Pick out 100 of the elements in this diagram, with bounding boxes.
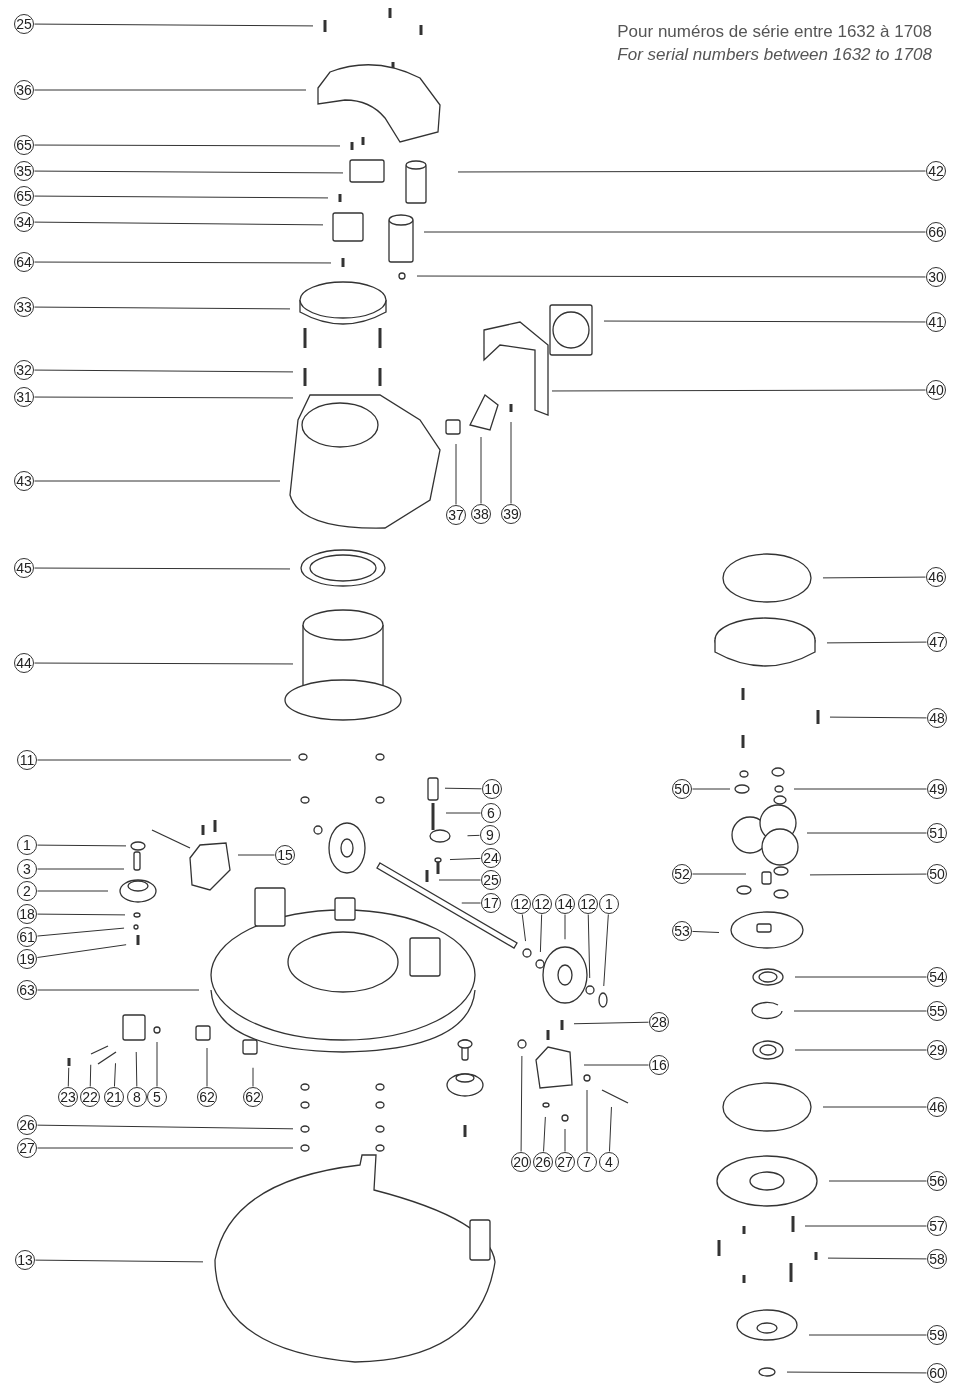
callout-number: 44	[14, 653, 34, 673]
callout-number: 40	[926, 380, 946, 400]
leader-line	[804, 1225, 927, 1227]
leader-line	[583, 1064, 649, 1066]
callout-number: 14	[555, 894, 575, 914]
leader-line	[543, 1116, 546, 1152]
note-text: For serial numbers between 1632 to 1708	[617, 45, 932, 65]
callout-number: 12	[532, 894, 552, 914]
leader-line	[539, 914, 543, 953]
leader-line	[826, 641, 927, 644]
callout-number: 8	[127, 1087, 147, 1107]
leader-line	[34, 306, 291, 310]
callout-number: 58	[927, 1249, 947, 1269]
leader-line	[37, 890, 109, 892]
callout-number: 27	[17, 1138, 37, 1158]
callout-number: 22	[80, 1087, 100, 1107]
callout-number: 62	[243, 1087, 263, 1107]
callout-number: 37	[446, 505, 466, 525]
callout-number: 49	[927, 779, 947, 799]
leader-line	[794, 1049, 927, 1051]
callout-number: 7	[577, 1152, 597, 1172]
leader-line	[34, 369, 294, 373]
leader-line	[34, 144, 341, 147]
leader-line	[438, 879, 481, 881]
callout-number: 50	[927, 864, 947, 884]
callout-number: 51	[927, 823, 947, 843]
leader-line	[806, 832, 927, 834]
callout-number: 46	[927, 1097, 947, 1117]
callout-number: 9	[480, 825, 500, 845]
leader-line	[467, 834, 480, 837]
callout-number: 1	[599, 894, 619, 914]
callout-number: 55	[927, 1001, 947, 1021]
leader-line	[455, 443, 457, 505]
callout-number: 4	[599, 1152, 619, 1172]
leader-line	[34, 221, 324, 226]
leader-line	[237, 854, 275, 856]
leader-line	[37, 1147, 294, 1149]
leader-line	[809, 873, 927, 876]
leader-line	[444, 787, 482, 790]
callout-number: 3	[17, 859, 37, 879]
leader-line	[520, 1055, 523, 1152]
callout-number: 53	[672, 921, 692, 941]
leader-line	[510, 421, 512, 504]
leader-line	[692, 930, 720, 933]
callout-number: 27	[555, 1152, 575, 1172]
callout-number: 28	[649, 1012, 669, 1032]
leader-line	[822, 1106, 927, 1108]
callout-number: 50	[672, 779, 692, 799]
callout-number: 6	[481, 803, 501, 823]
leader-line	[449, 857, 481, 861]
callout-number: 21	[104, 1087, 124, 1107]
note-text: Pour numéros de série entre 1632 à 1708	[617, 22, 932, 42]
leader-line	[37, 759, 292, 761]
leader-line	[34, 23, 314, 27]
leader-line	[794, 976, 927, 978]
leader-line	[445, 812, 481, 814]
callout-number: 35	[14, 161, 34, 181]
callout-number: 23	[58, 1087, 78, 1107]
callout-number: 34	[14, 212, 34, 232]
callout-number: 46	[926, 567, 946, 587]
callout-number: 66	[926, 222, 946, 242]
callout-number: 56	[927, 1171, 947, 1191]
leader-line	[692, 873, 747, 875]
callout-number: 62	[197, 1087, 217, 1107]
callout-number: 12	[511, 894, 531, 914]
leader-line	[36, 944, 127, 958]
callout-number: 25	[481, 870, 501, 890]
callout-number: 64	[14, 252, 34, 272]
leader-line	[603, 914, 609, 987]
callout-number: 13	[15, 1250, 35, 1270]
leader-line	[608, 1106, 612, 1152]
leader-line	[480, 436, 482, 504]
leader-line	[692, 788, 731, 790]
callout-number: 31	[14, 387, 34, 407]
leader-line	[135, 1051, 138, 1087]
leader-line	[34, 662, 294, 665]
callout-number: 47	[927, 632, 947, 652]
leader-line	[89, 1064, 92, 1087]
leader-line	[37, 989, 200, 991]
leader-line	[252, 1067, 254, 1087]
leader-line	[587, 914, 591, 979]
leader-line	[521, 913, 527, 942]
leader-line	[34, 89, 307, 91]
callout-number: 18	[17, 904, 37, 924]
callout-number: 42	[926, 161, 946, 181]
leader-line	[827, 1257, 927, 1260]
callout-number: 29	[927, 1040, 947, 1060]
callout-number: 48	[927, 708, 947, 728]
callout-number: 33	[14, 297, 34, 317]
callout-number: 60	[927, 1363, 947, 1383]
callout-number: 19	[17, 949, 37, 969]
leader-line	[34, 480, 281, 482]
callout-number: 11	[17, 750, 37, 770]
callout-number: 25	[14, 14, 34, 34]
callout-number: 54	[927, 967, 947, 987]
callout-number: 36	[14, 80, 34, 100]
leader-line	[34, 567, 291, 570]
leader-line	[34, 396, 294, 399]
leader-line	[786, 1371, 927, 1374]
callout-number: 43	[14, 471, 34, 491]
